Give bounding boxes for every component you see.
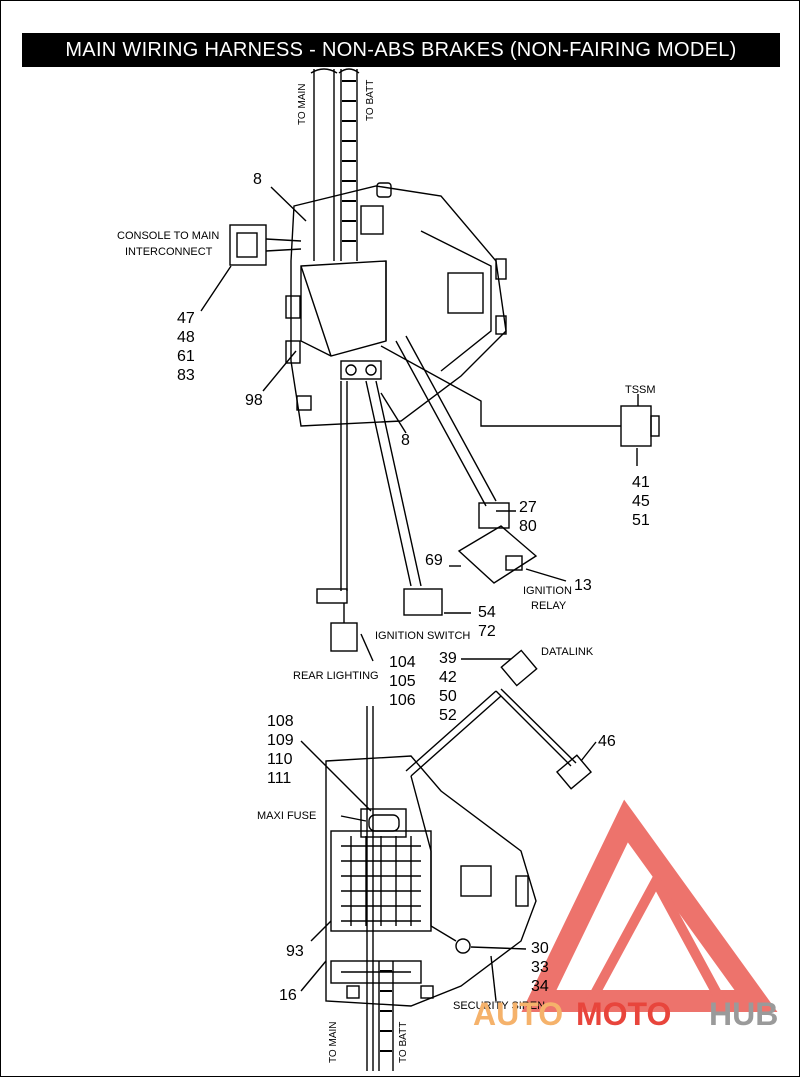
relay-num-1: 27 (519, 499, 537, 516)
lower-housing (325, 755, 537, 1007)
svg-text:AUTO: AUTO (473, 996, 563, 1032)
maxi-fuse-num-2: 109 (267, 732, 294, 749)
relay-num-2: 80 (519, 518, 537, 535)
security-siren-label: SECURITY SIREN (453, 1000, 545, 1012)
rear-lighting-label: REAR LIGHTING (293, 670, 379, 682)
connector-46 (555, 754, 593, 790)
ignition-switch-connector (403, 588, 443, 616)
datalink-num-2: 42 (439, 669, 457, 686)
svg-text:HUB: HUB (709, 996, 778, 1032)
datalink-num-1: 39 (439, 650, 457, 667)
callout-8-top: 8 (253, 171, 262, 188)
tssm-wire (380, 345, 621, 427)
callout-8-bottom: 8 (401, 432, 410, 449)
bottom-to-main-label: TO MAIN (328, 1022, 339, 1063)
console-num-2: 48 (177, 329, 195, 346)
upper-housing (290, 185, 507, 427)
callout-13: 13 (574, 577, 592, 594)
rear-lighting-num-1: 104 (389, 654, 416, 671)
maxi-fuse-num-4: 111 (267, 770, 291, 787)
datalink-num-4: 52 (439, 707, 457, 724)
bottom-to-batt-label: TO BATT (398, 1022, 409, 1063)
lower-main-cable (366, 706, 374, 1071)
siren-num-1: 30 (531, 940, 549, 957)
top-to-main-label: TO MAIN (297, 84, 308, 125)
top-to-batt-label: TO BATT (365, 80, 376, 121)
console-num-4: 83 (177, 367, 195, 384)
ignition-relay-label-line1: IGNITION (523, 585, 572, 597)
callout-93: 93 (286, 943, 304, 960)
ignition-relay (457, 525, 538, 584)
console-num-1: 47 (177, 310, 195, 327)
security-siren-connector (455, 938, 471, 954)
maxi-fuse-num-3: 110 (267, 751, 293, 768)
callout-69: 69 (425, 552, 443, 569)
callout-16: 16 (279, 987, 297, 1004)
maxi-fuse-num-1: 108 (267, 713, 294, 730)
ignition-relay-label-line2: RELAY (531, 600, 567, 612)
console-connector (229, 224, 267, 266)
battery-cable (340, 69, 358, 261)
siren-num-3: 34 (531, 978, 549, 995)
watermark-logo (521, 799, 778, 1012)
callout-98: 98 (245, 392, 263, 409)
datalink-num-3: 50 (439, 688, 457, 705)
svg-text:MOTO: MOTO (576, 996, 671, 1032)
datalink-label: DATALINK (541, 646, 594, 658)
datalink-connector (500, 649, 538, 687)
siren-num-2: 33 (531, 959, 549, 976)
console-label-line2: INTERCONNECT (125, 246, 213, 258)
tssm-num-2: 45 (632, 493, 650, 510)
console-num-3: 61 (177, 348, 195, 365)
maxi-fuse-label: MAXI FUSE (257, 810, 316, 822)
main-cable (313, 69, 335, 261)
harness-drawing (200, 68, 660, 1071)
watermark-text: AUTO MOTO HUB (473, 996, 778, 1032)
rear-lighting-num-3: 106 (389, 692, 416, 709)
ignition-switch-num-2: 72 (478, 623, 496, 640)
tssm-num-3: 51 (632, 512, 650, 529)
rear-lighting-num-2: 105 (389, 673, 416, 690)
ignition-switch-label: IGNITION SWITCH (375, 630, 470, 642)
tssm-label: TSSM (625, 384, 656, 396)
tssm-num-1: 41 (632, 474, 650, 491)
rear-lighting-connector (330, 622, 358, 652)
tssm-connector (620, 405, 652, 447)
maxi-fuse (360, 808, 407, 838)
console-label-line1: CONSOLE TO MAIN (117, 230, 219, 242)
page-title: MAIN WIRING HARNESS - NON-ABS BRAKES (NO… (22, 33, 780, 67)
callout-46: 46 (598, 733, 616, 750)
ignition-switch-num-1: 54 (478, 604, 496, 621)
